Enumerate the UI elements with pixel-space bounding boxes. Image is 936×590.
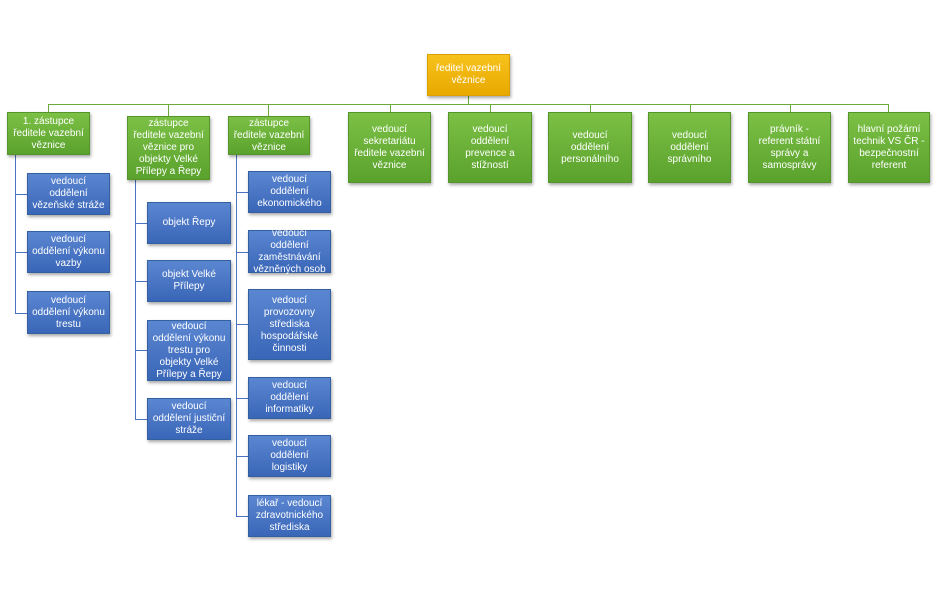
col3-tick-5 xyxy=(236,456,248,457)
col3-item-1: vedoucí oddělení ekonomického xyxy=(248,171,331,213)
col1-spine xyxy=(15,155,16,314)
col3-tick-6 xyxy=(236,516,248,517)
col2-item-2: objekt Velké Přílepy xyxy=(147,260,231,302)
col3-spine xyxy=(236,155,237,517)
drop-other-1 xyxy=(390,104,391,112)
other-box-3: vedoucí oddělení personálního xyxy=(548,112,632,183)
drop-other-2 xyxy=(490,104,491,112)
col3-tick-1 xyxy=(236,192,248,193)
drop-col1 xyxy=(48,104,49,112)
col2-item-4: vedoucí oddělení justiční stráže xyxy=(147,398,231,440)
col1-tick-2 xyxy=(15,252,27,253)
drop-other-5 xyxy=(790,104,791,112)
col1-item-1: vedoucí oddělení vězeňské stráže xyxy=(27,173,110,215)
col1-tick-3 xyxy=(15,313,27,314)
col3-head-box: zástupce ředitele vazební věznice xyxy=(228,116,310,155)
col1-tick-1 xyxy=(15,194,27,195)
col1-head-box: 1. zástupce ředitele vazební věznice xyxy=(7,112,90,155)
col3-tick-4 xyxy=(236,398,248,399)
col3-item-4: vedoucí oddělení informatiky xyxy=(248,377,331,419)
drop-col2 xyxy=(168,104,169,116)
col2-tick-3 xyxy=(135,350,147,351)
col2-tick-4 xyxy=(135,419,147,420)
col3-item-3: vedoucí provozovny střediska hospodářské… xyxy=(248,289,331,360)
col3-item-6: lékař - vedoucí zdravotnického střediska xyxy=(248,495,331,537)
col2-spine xyxy=(135,180,136,420)
drop-other-6 xyxy=(888,104,889,112)
drop-other-4 xyxy=(690,104,691,112)
col3-item-2: vedoucí oddělení zaměstnávání vězněných … xyxy=(248,228,331,275)
other-box-1: vedoucí sekretariátu ředitele vazební vě… xyxy=(348,112,431,183)
col2-tick-2 xyxy=(135,281,147,282)
col3-tick-2 xyxy=(236,252,248,253)
col2-item-3: vedoucí oddělení výkonu trestu pro objek… xyxy=(147,320,231,381)
root-connector xyxy=(468,96,469,104)
drop-other-3 xyxy=(590,104,591,112)
col2-tick-1 xyxy=(135,223,147,224)
other-box-6: hlavní požární technik VS ČR - bezpečnos… xyxy=(848,112,930,183)
drop-col3 xyxy=(268,104,269,116)
other-box-5: právník - referent státní správy a samos… xyxy=(748,112,831,183)
col1-item-3: vedoucí oddělení výkonu trestu xyxy=(27,291,110,334)
top-bus xyxy=(48,104,888,105)
other-box-2: vedoucí oddělení prevence a stížností xyxy=(448,112,532,183)
other-box-4: vedoucí oddělení správního xyxy=(648,112,731,183)
col3-item-5: vedoucí oddělení logistiky xyxy=(248,435,331,477)
col1-item-2: vedoucí oddělení výkonu vazby xyxy=(27,231,110,273)
col3-tick-3 xyxy=(236,324,248,325)
root-box: ředitel vazební věznice xyxy=(427,54,510,96)
col2-item-1: objekt Řepy xyxy=(147,202,231,244)
col2-head-box: zástupce ředitele vazební věznice pro ob… xyxy=(127,116,210,180)
